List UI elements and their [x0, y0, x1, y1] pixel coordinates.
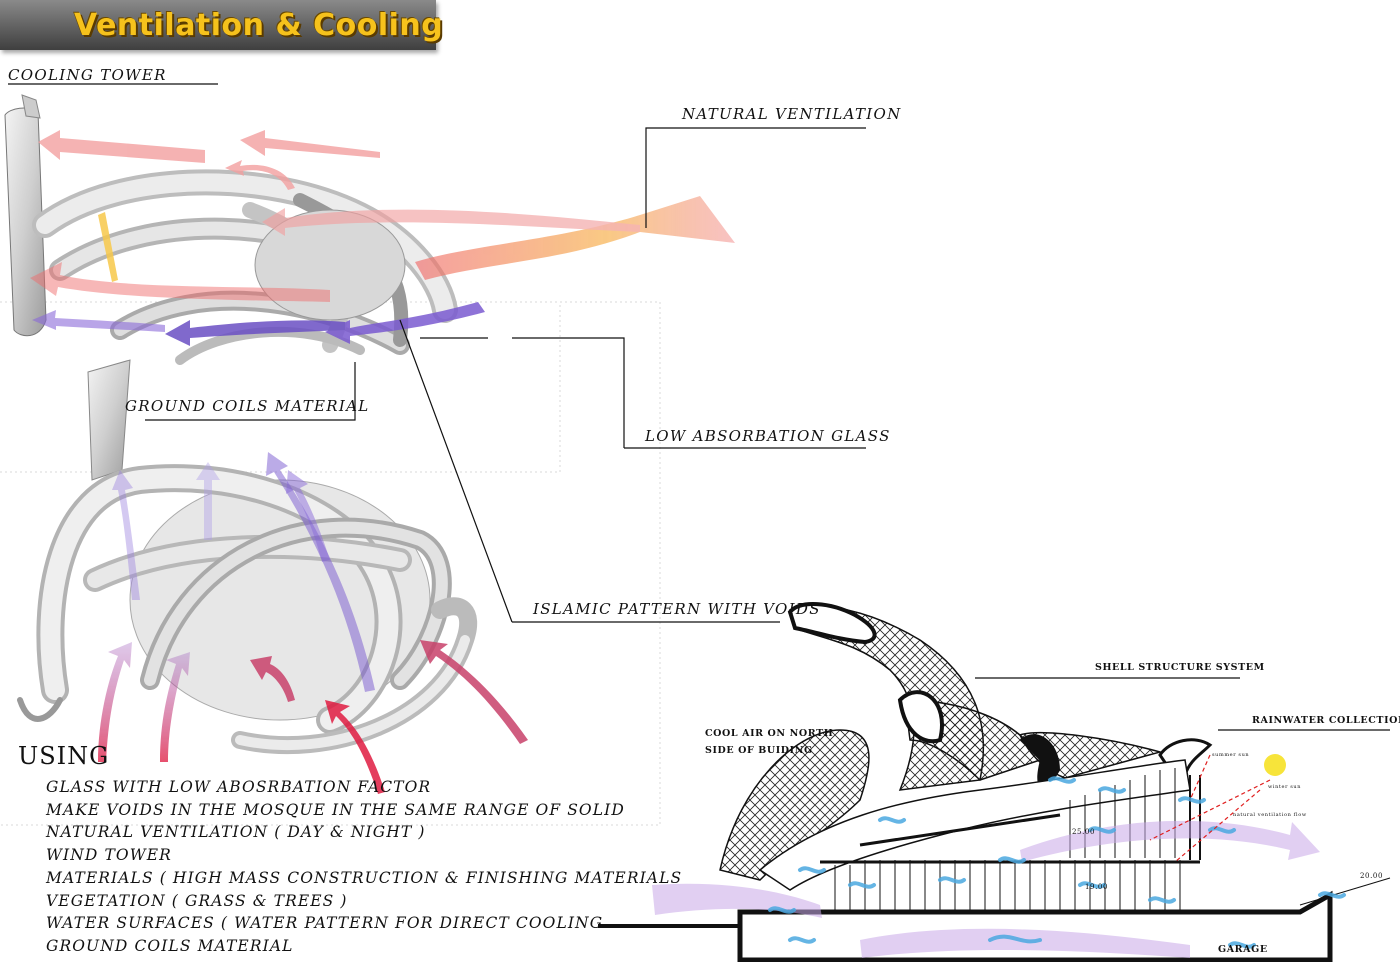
cooling-tower-model — [4, 94, 131, 481]
label-rainwater: RAINWATER COLLECTION — [1252, 715, 1400, 726]
using-item: VEGETATION ( GRASS & TREES ) — [46, 891, 348, 910]
using-item: WATER SURFACES ( WATER PATTERN FOR DIREC… — [46, 914, 604, 933]
warm-air-arrows — [30, 130, 735, 302]
section-air-flows — [652, 820, 1320, 958]
label-islamic-pattern: ISLAMIC PATTERN WITH VOIDS — [533, 600, 821, 618]
using-item: WIND TOWER — [46, 846, 172, 865]
using-item: MAKE VOIDS IN THE MOSQUE IN THE SAME RAN… — [46, 800, 625, 819]
using-list: GLASS WITH LOW ABOSRBATION FACTOR MAKE V… — [46, 776, 682, 958]
glass-leader — [420, 337, 866, 449]
title-banner: Ventilation & Cooling — [0, 0, 443, 50]
leader-lines — [8, 83, 1390, 731]
using-item: GLASS WITH LOW ABOSRBATION FACTOR — [46, 778, 432, 796]
level-20: 20.00 — [1360, 872, 1384, 880]
using-item: GROUND COILS MATERIAL — [46, 936, 294, 955]
islamic-pattern-leader — [399, 319, 780, 623]
label-ventilation-flow: natural ventilation flow — [1233, 812, 1307, 818]
sun-rays — [1149, 754, 1271, 863]
using-heading: USING — [18, 742, 110, 770]
level-25: 25.00 — [1072, 828, 1096, 836]
using-item: MATERIALS ( HIGH MASS CONSTRUCTION & FIN… — [46, 868, 683, 887]
sun-icon — [1264, 754, 1286, 776]
natural-ventilation-leader — [645, 127, 866, 228]
label-cooling-tower: COOLING TOWER — [8, 66, 167, 84]
section-drawing — [598, 602, 1391, 962]
label-cool-air-1: COOL AIR ON NORTH — [705, 728, 834, 739]
label-shell-structure: SHELL STRUCTURE SYSTEM — [1095, 662, 1265, 673]
using-item: NATURAL VENTILATION ( DAY & NIGHT ) — [46, 823, 426, 842]
lower-shell-model — [17, 464, 478, 755]
label-summer-sun: summer sun — [1212, 752, 1250, 758]
ground-coils-leader — [145, 362, 356, 421]
label-cool-air-2: SIDE OF BUIDING — [705, 745, 813, 756]
label-natural-ventilation: NATURAL VENTILATION — [682, 105, 902, 123]
page-title: Ventilation & Cooling — [74, 8, 444, 43]
cool-air-arrows — [32, 212, 485, 346]
level-19: 19.00 — [1085, 883, 1109, 891]
upper-dome — [254, 209, 406, 321]
label-garage: GARAGE — [1218, 944, 1268, 955]
water-waves — [768, 776, 1346, 949]
lower-inflow-arrows — [98, 452, 528, 794]
label-low-absorbation-glass: LOW ABSORBATION GLASS — [645, 427, 891, 445]
label-ground-coils: GROUND COILS MATERIAL — [125, 397, 370, 415]
label-winter-sun: winter sun — [1268, 784, 1302, 790]
